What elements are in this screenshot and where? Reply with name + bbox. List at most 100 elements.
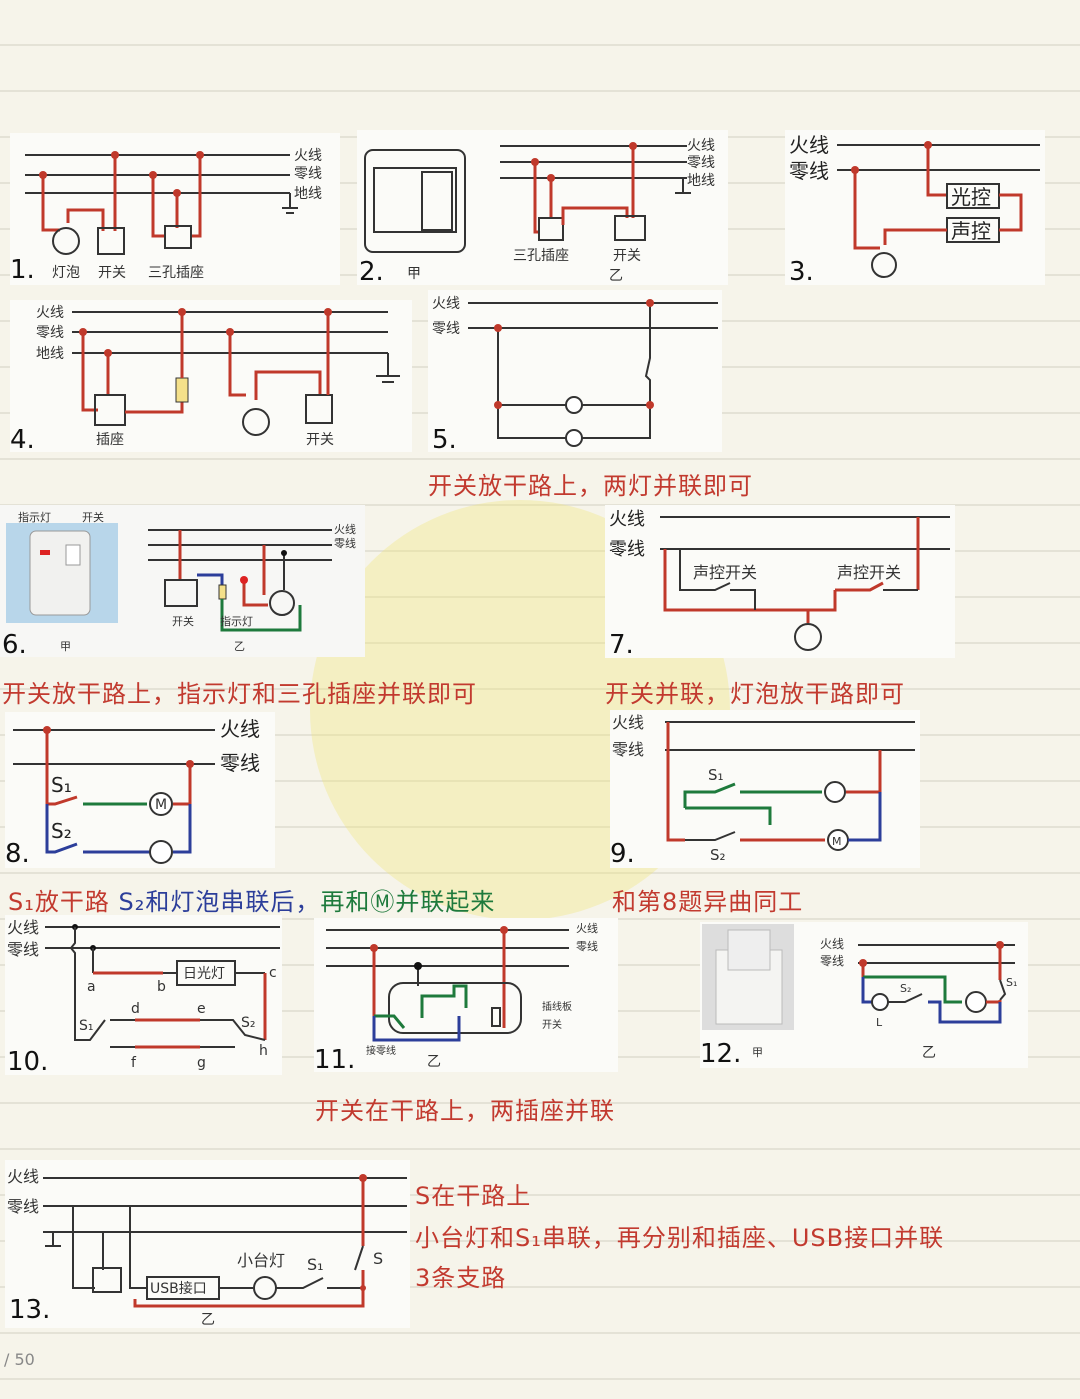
diagram-number: 8. — [5, 839, 30, 868]
live-wire-label: 火线 — [7, 1167, 39, 1186]
s1-label: S₁ — [307, 1255, 324, 1274]
figure-a-label: 甲 — [752, 1046, 763, 1059]
lamp-l-label: L — [876, 1016, 883, 1029]
socket-label: 三孔插座 — [513, 248, 569, 264]
s2-label: S₂ — [710, 846, 726, 864]
point-a-label: a — [87, 979, 96, 995]
live-wire-label: 火线 — [334, 522, 356, 536]
indicator-label: 指示灯 — [220, 614, 253, 628]
bulb-icon — [871, 252, 897, 278]
bulb-label: 灯泡 — [52, 265, 80, 281]
s2-label: S₂ — [241, 1015, 256, 1031]
diagram-number: 13. — [9, 1295, 50, 1325]
sound-control-label: 声控 — [951, 219, 991, 243]
desk-lamp-label: 小台灯 — [237, 1251, 285, 1270]
socket-label: 插座 — [96, 432, 124, 448]
s2-label: S₂ — [51, 819, 72, 843]
socket-icon — [269, 590, 295, 616]
note-8: S₁放干路 S₂和灯泡串联后，再和Ⓜ并联起来 — [8, 882, 495, 917]
diagram-7: 火线零线 声控开关声控开关 7. — [605, 505, 955, 658]
live-wire-label: 火线 — [432, 296, 460, 312]
point-f-label: f — [131, 1055, 137, 1071]
motor-icon — [149, 792, 173, 816]
s1-label: S₁ — [51, 773, 72, 797]
s1-label: S₁ — [1006, 976, 1017, 989]
lamp-icon — [253, 1276, 277, 1300]
note-7: 开关并联，灯泡放干路即可 — [605, 680, 905, 708]
diagram-number: 11. — [314, 1045, 355, 1072]
neutral-connection-label: 接零线 — [366, 1044, 396, 1057]
neutral-wire-label: 零线 — [820, 954, 844, 968]
fluorescent-lamp-label: 日光灯 — [183, 966, 225, 982]
diagram-3: 火线零线 光控 声控 3. — [785, 130, 1045, 285]
diagram-number: 10. — [7, 1047, 48, 1075]
switch-icon — [305, 394, 333, 424]
point-e-label: e — [197, 1001, 206, 1017]
note-8-part-1: S₁放干路 — [8, 888, 110, 916]
bulb-icon — [794, 623, 822, 651]
switch-label: 开关 — [98, 265, 126, 281]
diagram-2: 火线零线地线 2.甲 三孔插座开关乙 — [357, 130, 728, 285]
neutral-wire-label: 零线 — [36, 325, 64, 341]
live-wire-label: 火线 — [789, 133, 829, 157]
note-8-part-3: 再和Ⓜ并联起来 — [320, 888, 496, 916]
usb-label: USB接口 — [150, 1280, 207, 1297]
live-wire-label: 火线 — [7, 918, 39, 937]
diagram-number: 6. — [2, 630, 27, 657]
figure-a-label: 甲 — [60, 640, 71, 653]
neutral-wire-label: 零线 — [576, 939, 598, 953]
figure-a-label: 甲 — [407, 266, 421, 282]
diagram-4: 火线零线地线 4.插座开关 — [10, 300, 412, 452]
note-11: 开关在干路上，两插座并联 — [315, 1097, 615, 1125]
s-label: S — [373, 1249, 383, 1268]
socket-label: 三孔插座 — [148, 265, 204, 281]
sound-switch-2-label: 声控开关 — [837, 563, 901, 582]
sound-switch-1-label: 声控开关 — [693, 563, 757, 582]
diagram-number: 5. — [432, 425, 457, 452]
indicator-light-icon — [240, 576, 248, 584]
socket-icon — [538, 217, 564, 241]
socket-icon — [94, 394, 126, 426]
note-13-c: 3条支路 — [415, 1264, 507, 1292]
live-wire-label: 火线 — [612, 713, 644, 732]
socket-icon — [965, 991, 987, 1013]
lamp-icon — [565, 429, 583, 447]
diagram-5: 火线零线 5. — [428, 290, 722, 452]
s1-label: S₁ — [708, 766, 724, 784]
ground-wire-label: 地线 — [36, 346, 64, 362]
live-wire-label: 火线 — [36, 305, 64, 321]
page-counter: / 50 — [4, 1350, 35, 1369]
neutral-wire-label: 零线 — [789, 159, 829, 183]
diagram-6: 指示灯开关 火线零线 6.甲 开关指示灯乙 — [0, 505, 365, 657]
motor-label: M — [155, 797, 167, 813]
point-h-label: h — [259, 1043, 268, 1059]
power-strip-icon — [388, 982, 522, 1034]
point-c-label: c — [269, 965, 277, 981]
switch-label: 开关 — [172, 614, 194, 628]
live-wire-label: 火线 — [687, 138, 715, 154]
figure-b-label: 乙 — [201, 1312, 215, 1328]
point-g-label: g — [197, 1055, 206, 1071]
bulb-icon — [52, 227, 80, 255]
bulb-icon — [242, 408, 270, 436]
s2-label: S₂ — [900, 982, 911, 995]
switch-icon — [491, 1007, 501, 1027]
motor-label: M — [832, 835, 842, 848]
note-8-part-2: S₂和灯泡串联后， — [118, 888, 321, 916]
switch-icon — [614, 215, 646, 241]
neutral-wire-label: 零线 — [7, 940, 39, 959]
neutral-wire-label: 零线 — [612, 740, 644, 759]
neutral-wire-label: 零线 — [609, 539, 645, 560]
neutral-wire-label: 零线 — [687, 155, 715, 171]
neutral-wire-label: 零线 — [294, 166, 322, 182]
live-wire-label: 火线 — [220, 717, 260, 741]
power-strip-label: 插线板 — [542, 1000, 572, 1013]
figure-b-label: 乙 — [609, 268, 623, 284]
lamp-icon — [565, 396, 583, 414]
ground-wire-label: 地线 — [687, 173, 715, 189]
point-d-label: d — [131, 1001, 140, 1017]
